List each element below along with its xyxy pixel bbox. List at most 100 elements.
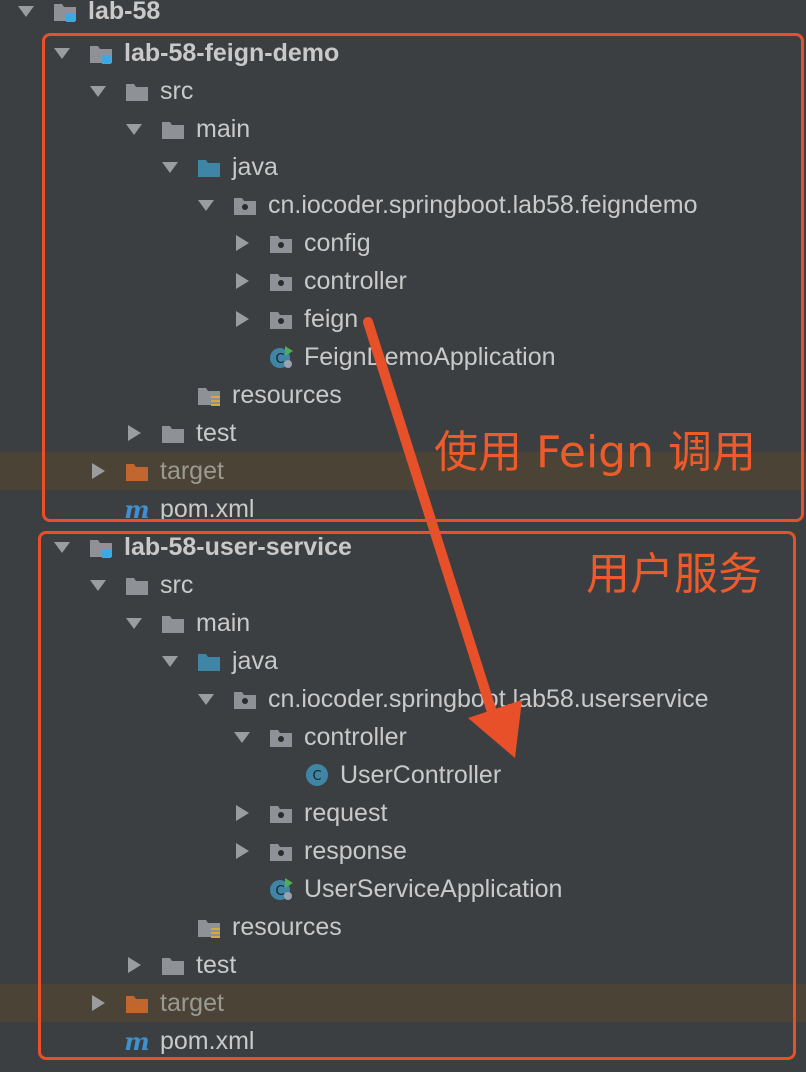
tree-label: resources	[232, 912, 342, 941]
tree-row-pom[interactable]: m pom.xml	[0, 490, 806, 528]
tree-row-feign[interactable]: feign	[0, 300, 806, 338]
chevron-right-icon[interactable]	[232, 309, 252, 329]
tree-row-module[interactable]: lab-58-user-service	[0, 528, 806, 566]
tree-row-app-class[interactable]: C FeignDemoApplication	[0, 338, 806, 376]
tree-label: target	[160, 988, 224, 1017]
chevron-down-icon[interactable]	[124, 119, 144, 139]
chevron-right-icon[interactable]	[232, 841, 252, 861]
resources-folder-icon	[196, 382, 222, 408]
tree-label: pom.xml	[160, 494, 255, 523]
tree-row-package[interactable]: cn.iocoder.springboot.lab58.feigndemo	[0, 186, 806, 224]
folder-icon	[124, 572, 150, 598]
tree-row-resources[interactable]: resources	[0, 376, 806, 414]
tree-row-root[interactable]: lab-58	[0, 0, 806, 26]
tree-label: java	[232, 646, 278, 675]
tree-row-resources[interactable]: resources	[0, 908, 806, 946]
chevron-down-icon[interactable]	[52, 537, 72, 557]
chevron-right-icon[interactable]	[88, 993, 108, 1013]
spring-boot-class-icon: C	[268, 344, 294, 370]
chevron-down-icon[interactable]	[160, 157, 180, 177]
chevron-down-icon[interactable]	[52, 43, 72, 63]
module-folder-icon	[88, 534, 114, 560]
chevron-down-icon[interactable]	[88, 575, 108, 595]
feign-call-annotation: 使用 Feign 调用	[434, 427, 756, 478]
tree-row-request[interactable]: request	[0, 794, 806, 832]
tree-row-controller[interactable]: controller	[0, 718, 806, 756]
chevron-down-icon[interactable]	[196, 195, 216, 215]
tree-row-response[interactable]: response	[0, 832, 806, 870]
svg-text:m: m	[124, 496, 149, 522]
chevron-right-icon[interactable]	[232, 271, 252, 291]
tree-row-main[interactable]: main	[0, 110, 806, 148]
chevron-down-icon[interactable]	[160, 651, 180, 671]
source-folder-icon	[196, 648, 222, 674]
folder-icon	[160, 952, 186, 978]
package-icon	[268, 724, 294, 750]
tree-row-test[interactable]: test	[0, 414, 806, 452]
tree-label: resources	[232, 380, 342, 409]
tree-row-pom[interactable]: m pom.xml	[0, 1022, 806, 1060]
spring-boot-class-icon: C	[268, 876, 294, 902]
tree-label: test	[196, 418, 237, 447]
tree-row-target[interactable]: target	[0, 984, 806, 1022]
package-icon	[268, 800, 294, 826]
folder-icon	[160, 610, 186, 636]
tree-label: java	[232, 152, 278, 181]
tree-label: target	[160, 456, 224, 485]
tree-row-package[interactable]: cn.iocoder.springboot.lab58.userservice	[0, 680, 806, 718]
tree-label: FeignDemoApplication	[304, 342, 556, 371]
tree-row-java[interactable]: java	[0, 148, 806, 186]
folder-icon	[160, 116, 186, 142]
svg-text:C: C	[275, 884, 284, 899]
tree-row-config[interactable]: config	[0, 224, 806, 262]
chevron-right-icon[interactable]	[232, 803, 252, 823]
svg-text:C: C	[312, 769, 321, 784]
tree-row-src[interactable]: src	[0, 72, 806, 110]
tree-row-module[interactable]: lab-58-feign-demo	[0, 34, 806, 72]
folder-icon	[124, 78, 150, 104]
class-icon: C	[304, 762, 330, 788]
chevron-down-icon[interactable]	[124, 613, 144, 633]
tree-label: UserServiceApplication	[304, 874, 563, 903]
chevron-down-icon[interactable]	[232, 727, 252, 747]
source-folder-icon	[196, 154, 222, 180]
package-icon	[268, 838, 294, 864]
tree-label: lab-58	[88, 0, 161, 25]
excluded-folder-icon	[124, 990, 150, 1016]
user-service-annotation: 用户服务	[586, 549, 762, 600]
maven-icon: m	[124, 496, 150, 522]
tree-label: cn.iocoder.springboot.lab58.userservice	[268, 684, 709, 713]
package-icon	[232, 686, 258, 712]
tree-label: lab-58-user-service	[124, 532, 352, 561]
package-icon	[232, 192, 258, 218]
chevron-down-icon[interactable]	[16, 1, 36, 21]
chevron-right-icon[interactable]	[124, 423, 144, 443]
tree-label: cn.iocoder.springboot.lab58.feigndemo	[268, 190, 698, 219]
tree-row-java[interactable]: java	[0, 642, 806, 680]
package-icon	[268, 230, 294, 256]
tree-row-app-class[interactable]: C UserServiceApplication	[0, 870, 806, 908]
tree-label: controller	[304, 722, 407, 751]
chevron-down-icon[interactable]	[88, 81, 108, 101]
tree-label: pom.xml	[160, 1026, 255, 1055]
chevron-right-icon[interactable]	[232, 233, 252, 253]
tree-row-class[interactable]: C UserController	[0, 756, 806, 794]
svg-text:C: C	[275, 352, 284, 367]
excluded-folder-icon	[124, 458, 150, 484]
tree-label: main	[196, 114, 251, 143]
resources-folder-icon	[196, 914, 222, 940]
tree-label: request	[304, 798, 388, 827]
chevron-right-icon[interactable]	[88, 461, 108, 481]
folder-icon	[160, 420, 186, 446]
maven-icon: m	[124, 1028, 150, 1054]
tree-row-controller[interactable]: controller	[0, 262, 806, 300]
chevron-right-icon[interactable]	[124, 955, 144, 975]
tree-label: main	[196, 608, 251, 637]
tree-row-main[interactable]: main	[0, 604, 806, 642]
tree-label: UserController	[340, 760, 502, 789]
tree-row-src[interactable]: src	[0, 566, 806, 604]
module-folder-icon	[52, 0, 78, 24]
tree-row-test[interactable]: test	[0, 946, 806, 984]
chevron-down-icon[interactable]	[196, 689, 216, 709]
